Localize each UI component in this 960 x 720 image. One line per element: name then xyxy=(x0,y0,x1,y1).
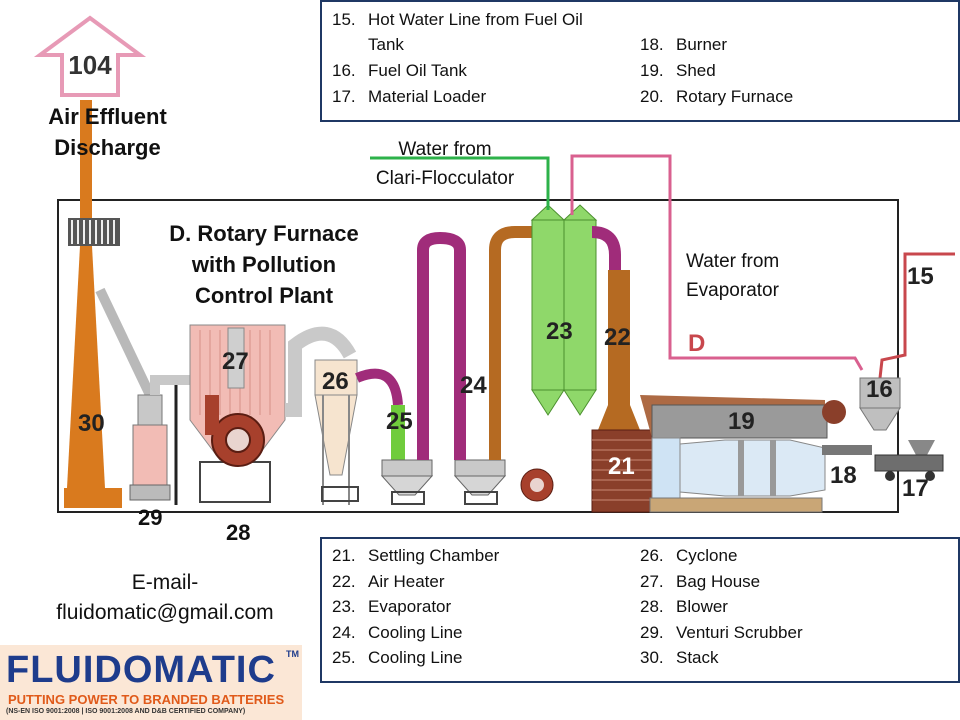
legend-item-28: 28.Blower xyxy=(640,597,728,616)
equip-num-28: 28 xyxy=(226,520,251,545)
legend-item-18: 18.Burner xyxy=(640,35,728,54)
equip-num-23: 23 xyxy=(546,318,573,345)
burner-18 xyxy=(822,445,872,455)
legend-item-17: 17.Material Loader xyxy=(332,87,487,106)
settling-chamber-21 xyxy=(591,429,653,513)
logo-tm: TM xyxy=(286,649,299,659)
legend-item-21: 21.Settling Chamber xyxy=(332,546,500,565)
exhaust-arrow xyxy=(33,15,147,97)
equip-num-21: 21 xyxy=(608,453,635,480)
email-block: E-mail- fluidomatic@gmail.com xyxy=(40,568,290,628)
equip-num-19: 19 xyxy=(728,408,755,435)
water-from-evaporator-label: Water from Evaporator xyxy=(686,251,780,301)
legend-bottom: 21.Settling Chamber 22.Air Heater 23.Eva… xyxy=(320,537,960,683)
legend-item-15-cont: Tank xyxy=(368,35,404,54)
legend-item-22: 22.Air Heater xyxy=(332,572,445,591)
hot-water-line-15 xyxy=(878,252,955,379)
legend-item-30: 30.Stack xyxy=(640,648,719,667)
hopper-right xyxy=(453,459,507,505)
equip-num-22: 22 xyxy=(604,324,631,351)
cooling-line-25 xyxy=(355,368,405,460)
equip-num-24: 24 xyxy=(460,372,487,399)
blower-28 xyxy=(205,395,265,467)
equip-num-29: 29 xyxy=(138,505,163,530)
diagram-title: D. Rotary Furnace with Pollution Control… xyxy=(169,221,359,308)
stack-30 xyxy=(64,100,122,508)
logo-tagline: PUTTING POWER TO BRANDED BATTERIES xyxy=(8,692,285,707)
cyclone-26 xyxy=(285,326,359,505)
rotary-furnace-20 xyxy=(649,437,826,513)
cooling-line-24 xyxy=(417,226,540,460)
equip-num-17: 17 xyxy=(902,475,929,502)
legend-item-27: 27.Bag House xyxy=(640,572,761,591)
legend-item-25: 25.Cooling Line xyxy=(332,648,463,667)
equip-num-15: 15 xyxy=(907,263,934,290)
legend-item-15: 15.Hot Water Line from Fuel Oil xyxy=(332,10,583,29)
evaporator-water-line xyxy=(570,154,864,371)
hopper-left xyxy=(380,459,434,505)
arrow-number-104: 104 xyxy=(68,50,112,80)
air-heater-22 xyxy=(598,270,640,430)
material-loader-17 xyxy=(874,440,944,481)
logo-certs: (NS-EN ISO 9001:2008 | ISO 9001:2008 AND… xyxy=(6,708,246,715)
legend-item-24: 24.Cooling Line xyxy=(332,623,463,642)
legend-item-20: 20.Rotary Furnace xyxy=(640,87,794,106)
legend-item-19: 19.Shed xyxy=(640,61,716,80)
equip-num-18: 18 xyxy=(830,462,857,489)
shed-19 xyxy=(640,395,846,439)
legend-item-29: 29.Venturi Scrubber xyxy=(640,623,803,642)
clari-water-line xyxy=(370,156,550,210)
legend-item-26: 26.Cyclone xyxy=(640,546,738,565)
legend-item-23: 23.Evaporator xyxy=(332,597,452,616)
air-effluent-label: Air Effluent Discharge xyxy=(48,104,167,160)
company-logo: FLUIDOMATIC TM PUTTING POWER TO BRANDED … xyxy=(0,645,302,720)
legend-top: 15.Hot Water Line from Fuel Oil Tank 16.… xyxy=(320,0,960,122)
line-label-d: D xyxy=(688,330,706,357)
fuel-oil-tank-16 xyxy=(859,377,901,431)
fan-unit xyxy=(520,468,554,502)
equip-num-27: 27 xyxy=(222,348,249,375)
equip-num-16: 16 xyxy=(866,376,893,403)
evaporator-23 xyxy=(530,204,621,416)
email-address[interactable]: fluidomatic@gmail.com xyxy=(56,601,274,624)
legend-item-16: 16.Fuel Oil Tank xyxy=(332,61,467,80)
water-from-clari-label: Water from Clari-Flocculator xyxy=(375,139,515,189)
equip-num-25: 25 xyxy=(386,408,413,435)
venturi-scrubber-29 xyxy=(95,287,215,505)
equip-num-30: 30 xyxy=(78,410,105,437)
logo-brand: FLUIDOMATIC xyxy=(6,649,276,691)
equip-num-26: 26 xyxy=(322,368,349,395)
